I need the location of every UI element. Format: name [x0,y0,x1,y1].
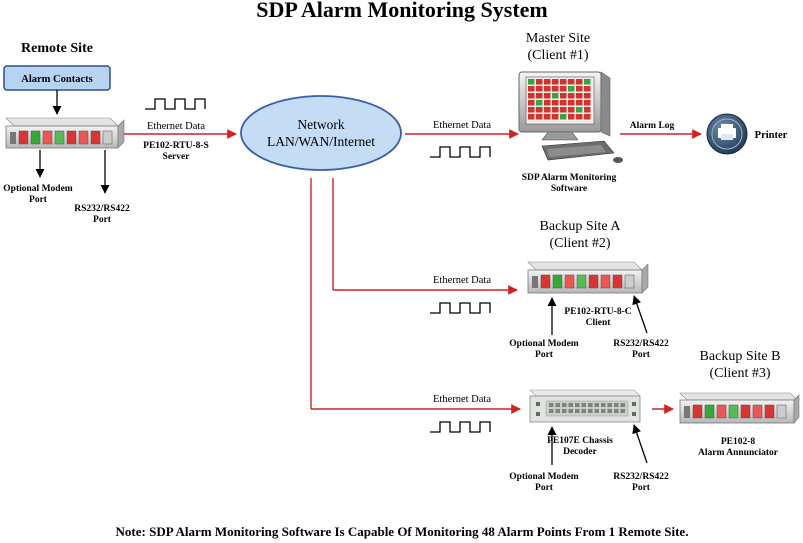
remote-site-heading: Remote Site [21,41,93,56]
diagram-title: SDP Alarm Monitoring System [256,0,548,22]
backup-a-modem-label-1: Optional Modem [509,339,578,349]
master-ethernet-label: Ethernet Data [433,120,491,131]
square-wave-backup-b [430,421,491,433]
backup-b-modem-label-1: Optional Modem [509,472,578,482]
printer-icon [706,113,748,155]
backup-a-heading-1: Backup Site A [540,219,622,234]
backup-b-rs232-label-2: Port [632,483,651,493]
remote-modem-label-2: Port [29,195,48,205]
remote-ethernet-label: Ethernet Data [147,121,205,132]
backup-b-ethernet-label: Ethernet Data [433,394,491,405]
square-wave-backup-a [430,302,491,314]
footer-note: Note: SDP Alarm Monitoring Software Is C… [116,524,689,539]
backup-a-heading-2: (Client #2) [549,236,610,251]
network-label-2: LAN/WAN/Internet [267,134,375,149]
alarm-contacts-box: Alarm Contacts [3,65,111,91]
chassis-label-2: Decoder [563,447,598,457]
chassis-label-1: PE107E Chassis [547,436,613,446]
master-software-label-2: Software [551,184,587,194]
backup-b-heading-2: (Client #3) [709,366,770,381]
remote-modem-label-1: Optional Modem [3,184,72,194]
master-heading-1: Master Site [526,31,590,46]
backup-a-device-label-1: PE102-RTU-8-C [564,307,631,317]
backup-b-rs232-label-1: RS232/RS422 [613,472,669,482]
backup-b-modem-label-2: Port [535,483,554,493]
printer-label: Printer [755,130,788,141]
remote-rtu-server-unit [5,117,125,149]
master-software-label-1: SDP Alarm Monitoring [522,173,617,183]
master-computer [518,71,623,163]
backup-b-heading-1: Backup Site B [700,349,781,364]
remote-rs232-label-1: RS232/RS422 [74,204,130,214]
annunciator-label-2: Alarm Annunciator [698,448,779,458]
annunciator-label-1: PE102-8 [721,437,756,447]
remote-device-label-1: PE102-RTU-8-S [143,141,209,151]
square-wave-remote [145,98,206,110]
backup-a-rtu-client-unit [527,261,649,294]
backup-a-device-label-2: Client [586,318,612,328]
master-heading-2: (Client #1) [527,48,588,63]
alarm-log-label: Alarm Log [630,121,675,131]
backup-a-modem-label-2: Port [535,350,554,360]
network-cloud: Network LAN/WAN/Internet [240,95,402,171]
remote-device-label-2: Server [163,152,191,162]
alarm-contacts-label: Alarm Contacts [21,74,92,85]
square-wave-master [430,146,491,158]
pe102-alarm-annunciator-unit [679,392,800,424]
backup-a-ethernet-label: Ethernet Data [433,275,491,286]
backup-a-rs232-label-2: Port [632,350,651,360]
remote-rs232-label-2: Port [93,215,112,225]
backup-a-rs232-label-1: RS232/RS422 [613,339,669,349]
pe107e-chassis-decoder [529,389,641,423]
network-label-1: Network [297,117,344,132]
